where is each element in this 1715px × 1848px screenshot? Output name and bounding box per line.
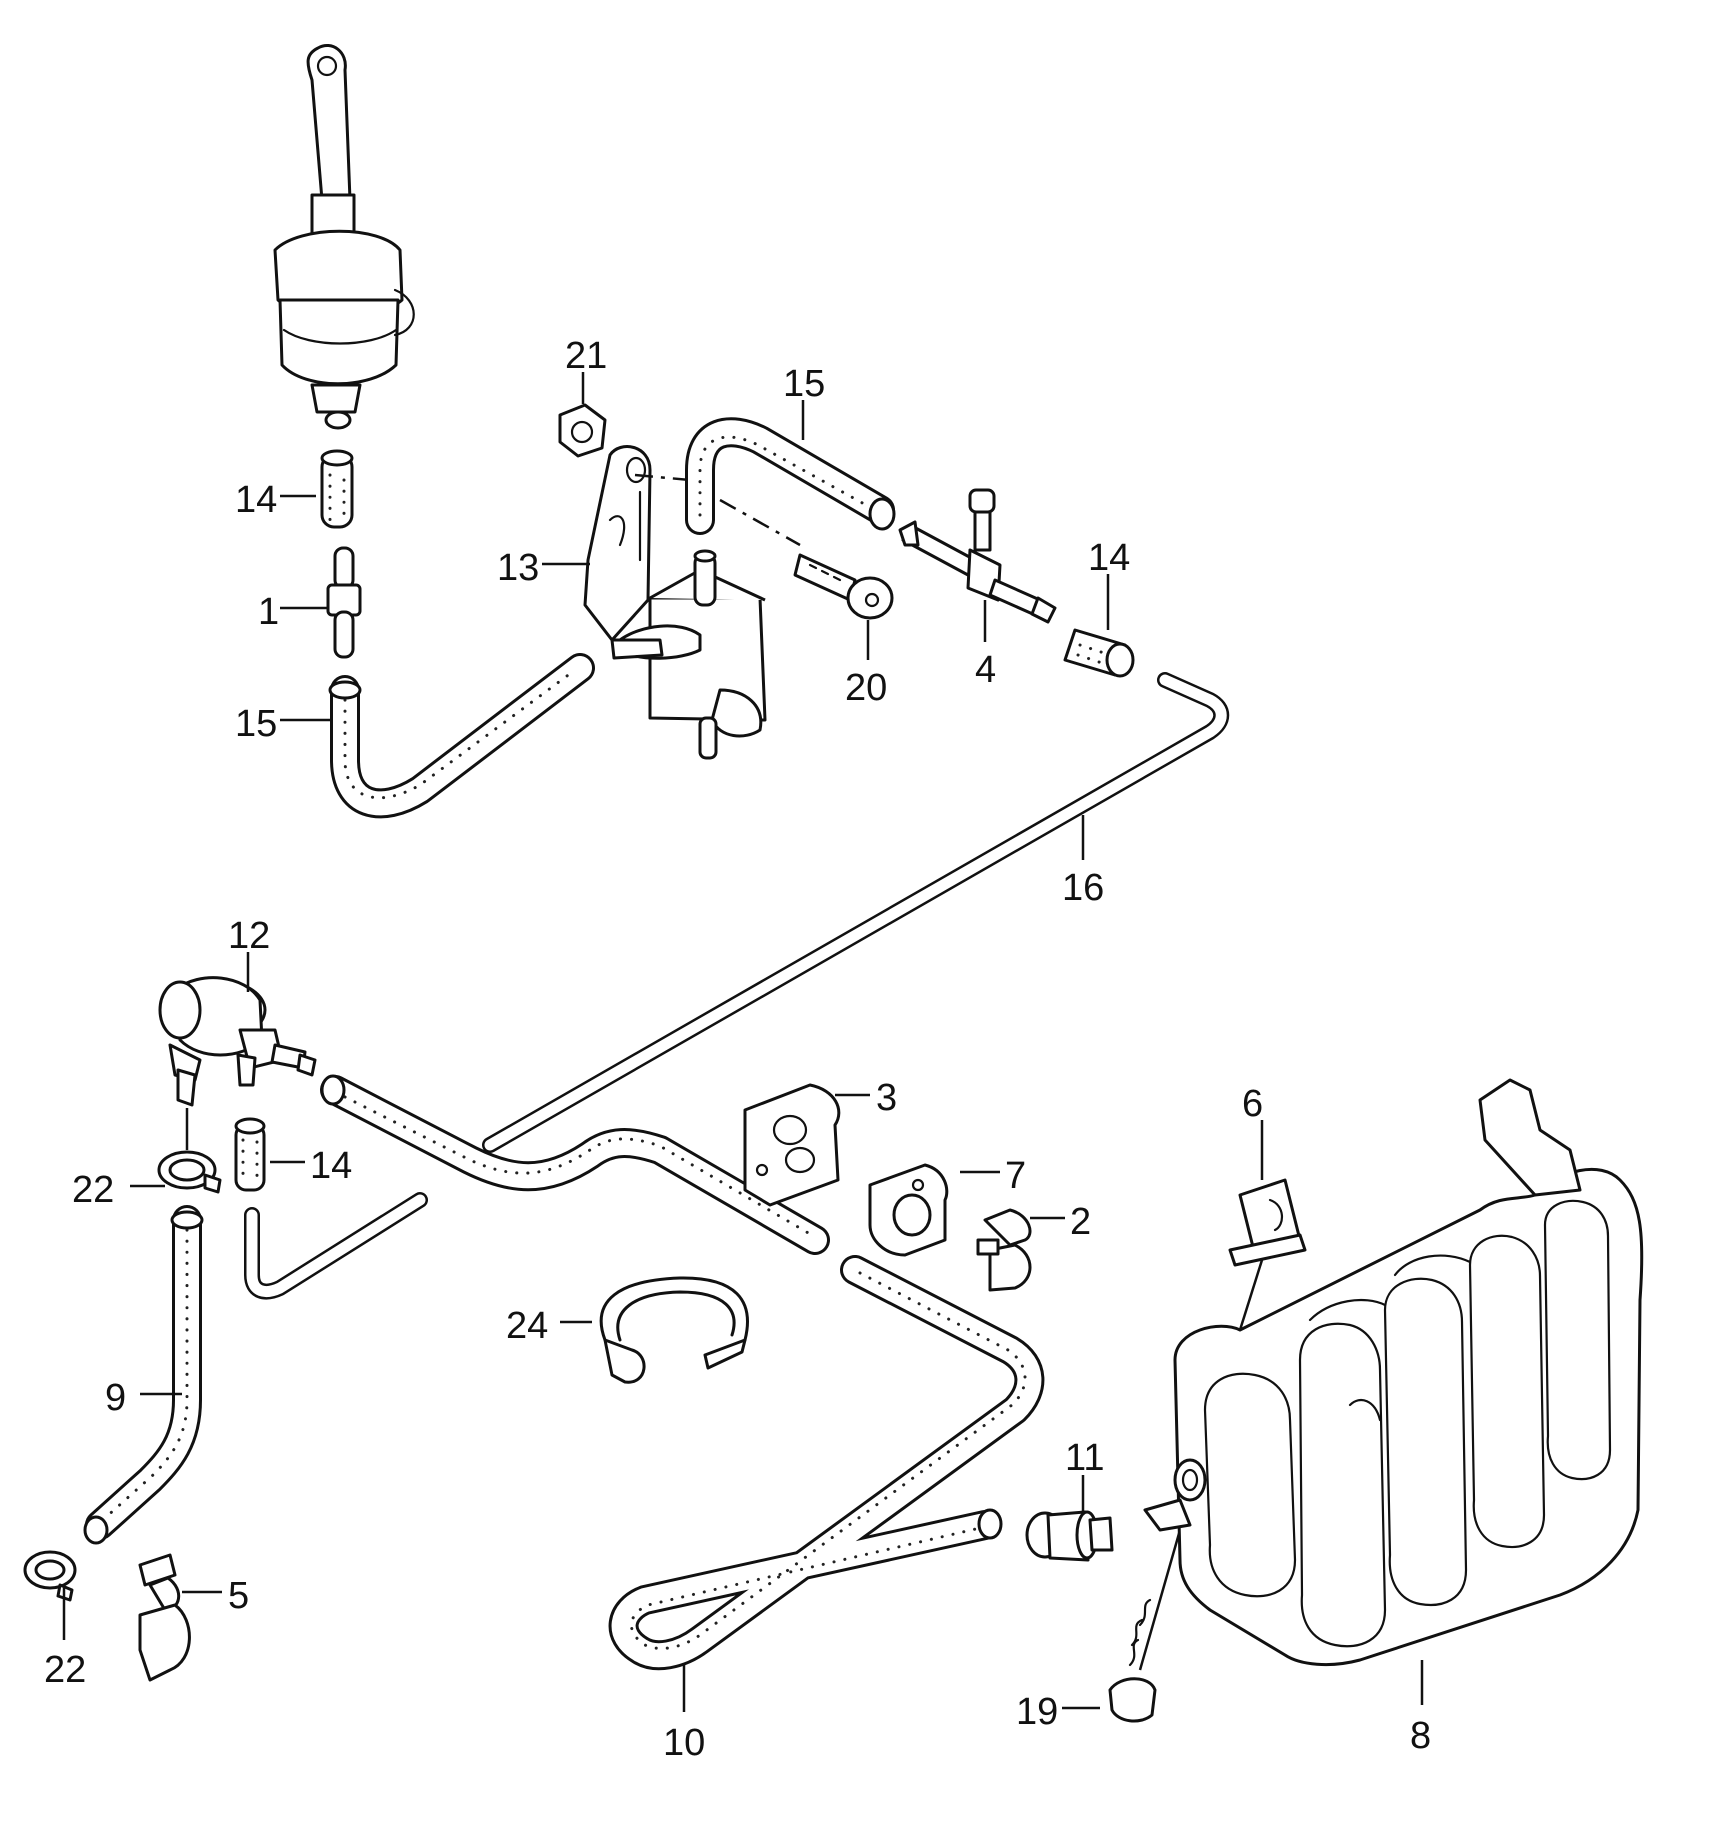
hose-sleeve-14-lower [234,1117,266,1192]
callout-6: 6 [1242,1083,1263,1125]
callout-1: 1 [258,591,279,633]
callout-12: 12 [228,915,270,957]
t-connector-4 [898,488,1057,624]
callout-14-lower: 14 [310,1145,352,1187]
hose-10-lower [608,1255,1045,1671]
callout-20: 20 [845,667,887,709]
callout-15-upper: 15 [783,363,825,405]
callout-3: 3 [876,1077,897,1119]
hose-sleeve-14-upper [320,449,354,529]
callout-4: 4 [975,649,996,691]
callout-8: 8 [1410,1715,1431,1757]
solenoid-valve-bracket-13 [583,445,767,760]
small-pipe-elbow [244,1192,428,1300]
callout-13: 13 [497,547,539,589]
callout-14-right: 14 [1088,537,1130,579]
bolt-20 [793,553,894,620]
callout-9: 9 [105,1377,126,1419]
grommet-11 [1025,1510,1114,1562]
callout-14-upper: 14 [235,479,277,521]
callout-24: 24 [506,1305,548,1347]
callout-11: 11 [1065,1437,1104,1479]
callout-19: 19 [1016,1691,1058,1733]
callout-21: 21 [565,335,607,377]
clip-6 [1228,1178,1307,1267]
nut-21 [558,403,607,458]
callout-5: 5 [228,1575,249,1617]
intake-manifold-8 [1143,1078,1644,1666]
vacuum-actuator [273,44,415,430]
clip-7 [868,1163,949,1257]
vacuum-unit-12 [158,976,317,1107]
pipe-16 [482,672,1230,1153]
screw-19 [1108,1529,1182,1723]
callout-labels: 21 15 14 13 1 14 20 4 15 16 12 3 6 22 14… [44,335,1431,1764]
clip-3 [743,1083,841,1207]
callout-7: 7 [1005,1155,1026,1197]
leader-lines [62,372,1424,1712]
clip-2 [976,1208,1032,1292]
callout-22-lower: 22 [44,1649,86,1691]
hose-clamp-22-upper [157,1150,222,1194]
hose-15-upper [685,417,896,535]
callout-16: 16 [1062,867,1104,909]
connector-1 [326,546,362,659]
callout-2: 2 [1070,1201,1091,1243]
hose-sleeve-14-right [1063,628,1135,678]
clip-5 [138,1553,191,1682]
hose-9 [83,1205,204,1545]
callout-15-lower: 15 [235,703,277,745]
assembly-axis-line [634,473,801,547]
hose-15-lower [328,653,595,819]
band-clamp-24 [599,1276,749,1384]
hose-clamp-22-lower [23,1550,77,1602]
callout-10: 10 [663,1722,705,1764]
callout-22-upper: 22 [72,1169,114,1211]
hose-10-main [320,1074,830,1255]
